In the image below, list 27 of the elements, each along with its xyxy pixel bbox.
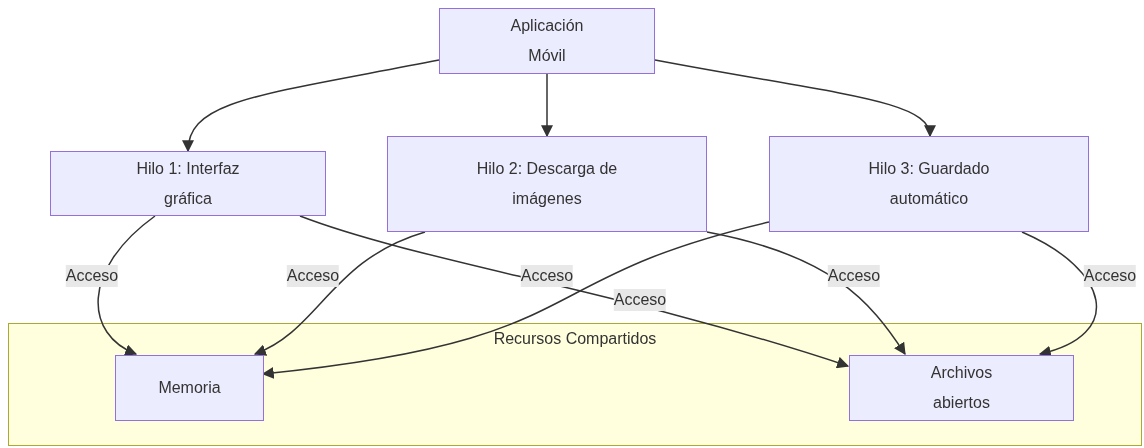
edge-label: Acceso [65,265,119,287]
process-box [387,136,707,232]
process-box [849,355,1074,421]
arrow [261,221,770,379]
process-box [50,151,326,216]
arrow [654,59,934,138]
group-box [8,323,1142,446]
edge-label: Acceso [520,265,574,287]
node-label: Memoria [158,378,221,398]
node-label: Archivos abiertos [929,363,994,413]
node-label: Hilo 1: Interfaz gráfica [135,158,241,209]
node-label: Hilo 2: Descarga de imágenes [475,159,619,209]
edge-label: Acceso [827,265,881,287]
group-title: Recursos Compartidos [493,329,657,349]
arrow [706,231,906,355]
arrow [1021,231,1097,357]
node-label: Hilo 3: Guardado automático [867,159,991,209]
node-label: Aplicación Móvil [509,16,585,66]
edge-label: Acceso [613,289,667,311]
process-box [115,355,264,421]
edge-label: Acceso [1083,265,1137,287]
arrow [253,231,426,355]
process-box [439,8,655,74]
arrow [541,73,553,138]
arrow [183,59,440,153]
process-box [769,136,1089,232]
edge-label: Acceso [286,265,340,287]
